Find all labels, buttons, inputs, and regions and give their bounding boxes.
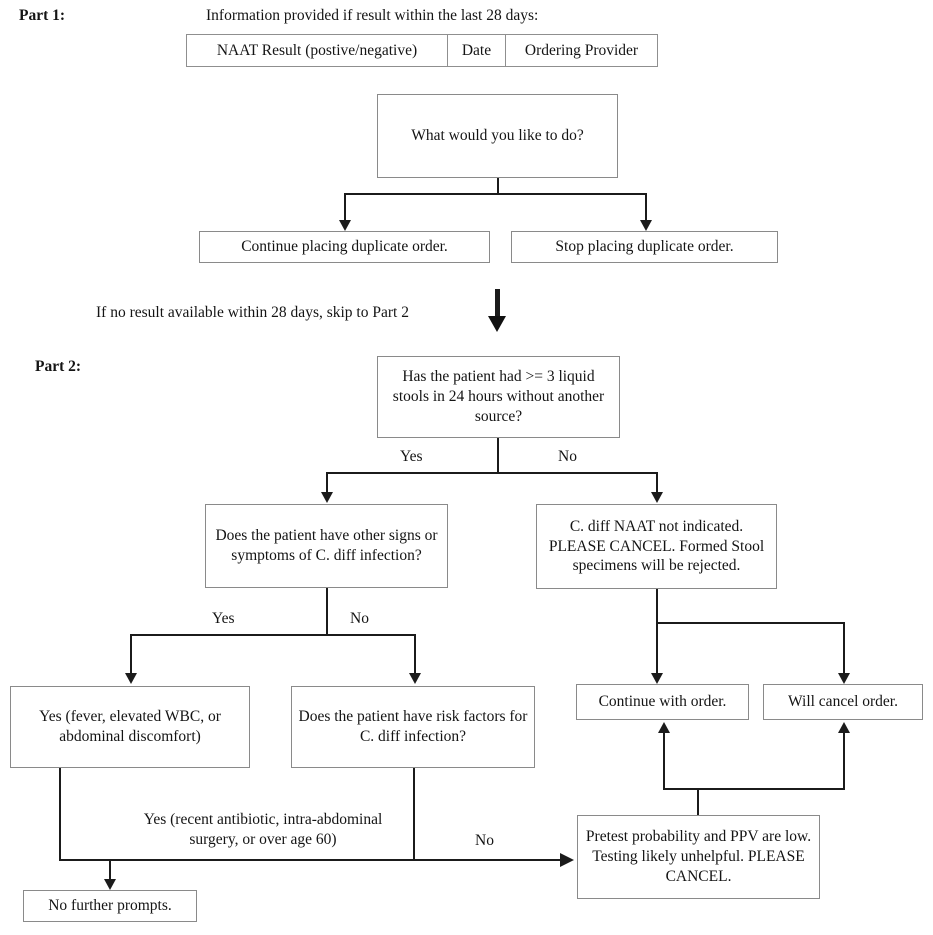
- arrowhead-down-icon: [640, 220, 652, 231]
- part1-heading: Information provided if result within th…: [206, 7, 539, 24]
- connector-line: [344, 195, 346, 222]
- connector-line: [326, 474, 328, 493]
- result-info-table: NAAT Result (postive/negative) Date Orde…: [186, 34, 658, 67]
- connector-line: [344, 193, 647, 195]
- connector-line: [414, 636, 416, 674]
- label-yes-level1: Yes: [400, 448, 423, 465]
- label-yes-level3: Yes (recent antibiotic, intra-abdominal …: [143, 811, 383, 849]
- table-cell-ordering-provider: Ordering Provider: [506, 34, 658, 67]
- table-cell-date: Date: [448, 34, 506, 67]
- interlude-text: If no result available within 28 days, s…: [96, 304, 409, 321]
- part1-label: Part 1:: [19, 7, 66, 24]
- label-no-level2: No: [350, 610, 369, 627]
- connector-line: [656, 474, 658, 493]
- box-pretest-probability: Pretest probability and PPV are low. Tes…: [577, 815, 820, 899]
- connector-line: [59, 768, 61, 861]
- box-continue-duplicate-order: Continue placing duplicate order.: [199, 231, 490, 263]
- arrowhead-down-icon: [339, 220, 351, 231]
- connector-line: [326, 588, 328, 635]
- box-liquid-stools-question: Has the patient had >= 3 liquid stools i…: [377, 356, 620, 438]
- arrowhead-down-icon: [125, 673, 137, 684]
- connector-line: [59, 859, 562, 861]
- connector-line: [326, 472, 658, 474]
- connector-line: [663, 732, 665, 789]
- connector-line: [663, 788, 845, 790]
- connector-line: [697, 789, 699, 815]
- box-signs-symptoms-question: Does the patient have other signs or sym…: [205, 504, 448, 588]
- arrowhead-down-icon: [651, 492, 663, 503]
- box-naat-not-indicated: C. diff NAAT not indicated. PLEASE CANCE…: [536, 504, 777, 589]
- label-yes-level2: Yes: [212, 610, 235, 627]
- arrowhead-down-icon: [321, 492, 333, 503]
- label-no-level3: No: [475, 832, 494, 849]
- box-no-further-prompts: No further prompts.: [23, 890, 197, 922]
- connector-line: [413, 768, 415, 861]
- connector-line: [109, 861, 111, 881]
- box-continue-with-order: Continue with order.: [576, 684, 749, 720]
- connector-line: [656, 622, 845, 624]
- arrowhead-down-icon: [651, 673, 663, 684]
- arrowhead-right-icon: [560, 853, 574, 867]
- connector-line: [843, 624, 845, 674]
- arrowhead-down-icon: [104, 879, 116, 890]
- thick-down-arrowhead-icon: [488, 316, 506, 332]
- connector-line: [130, 634, 416, 636]
- connector-line: [497, 178, 499, 194]
- connector-line: [130, 636, 132, 674]
- connector-line: [656, 589, 658, 623]
- part2-label: Part 2:: [35, 358, 82, 375]
- box-will-cancel-order: Will cancel order.: [763, 684, 923, 720]
- box-risk-factors-question: Does the patient have risk factors for C…: [291, 686, 535, 768]
- connector-line: [656, 624, 658, 674]
- arrowhead-down-icon: [409, 673, 421, 684]
- table-cell-naat-result: NAAT Result (postive/negative): [186, 34, 448, 67]
- box-what-would-you-like: What would you like to do?: [377, 94, 618, 178]
- connector-line: [843, 732, 845, 789]
- arrowhead-up-icon: [658, 722, 670, 733]
- thick-down-arrow-icon: [495, 289, 500, 317]
- arrowhead-up-icon: [838, 722, 850, 733]
- label-no-level1: No: [558, 448, 577, 465]
- box-stop-duplicate-order: Stop placing duplicate order.: [511, 231, 778, 263]
- arrowhead-down-icon: [838, 673, 850, 684]
- box-yes-fever-wbc: Yes (fever, elevated WBC, or abdominal d…: [10, 686, 250, 768]
- connector-line: [645, 195, 647, 222]
- connector-line: [497, 438, 499, 473]
